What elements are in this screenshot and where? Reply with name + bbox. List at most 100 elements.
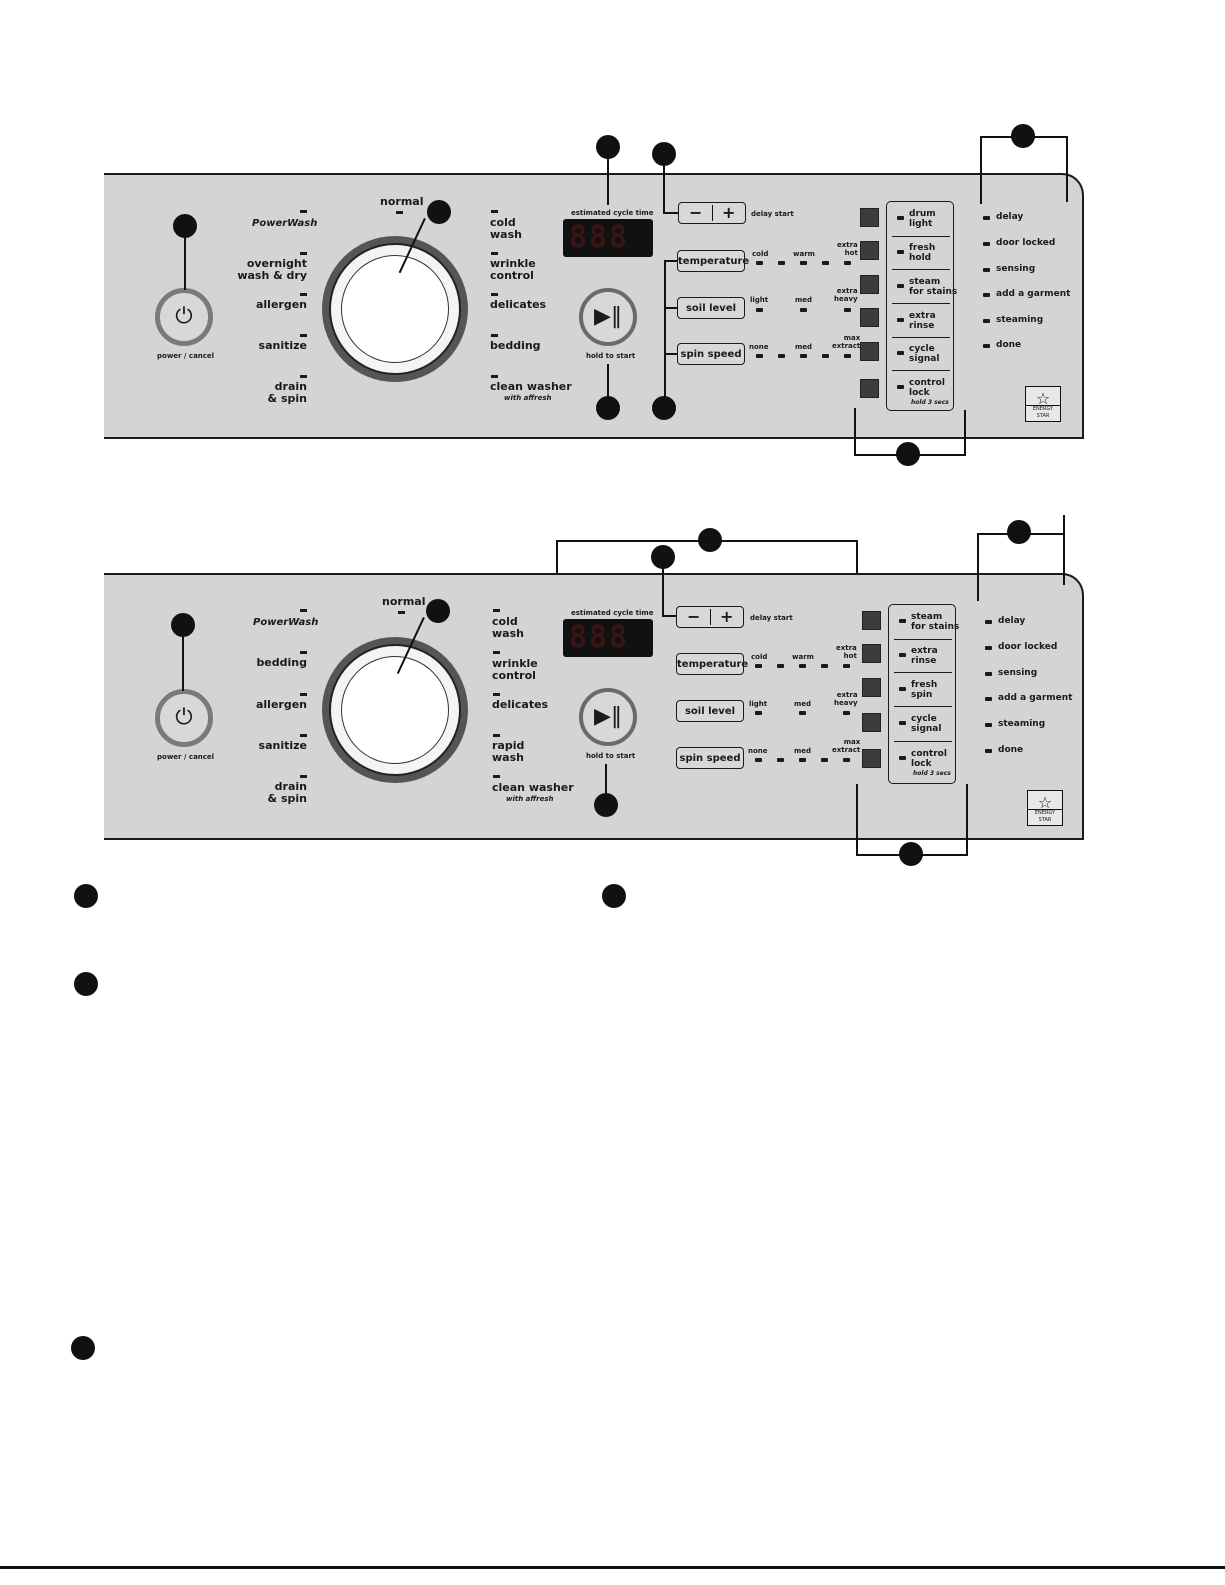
status-led xyxy=(983,242,990,246)
status-steaming: steaming xyxy=(996,315,1044,325)
cycle-wrinkle-control[interactable]: wrinkle control xyxy=(492,657,538,682)
option-button-cycle-signal[interactable] xyxy=(860,342,879,361)
energy-star-text: ENERGY STAR xyxy=(1026,405,1060,420)
cycle-delicates[interactable]: delicates xyxy=(490,298,547,311)
cycle-bedding[interactable]: bedding xyxy=(490,339,541,352)
cycle-led xyxy=(396,211,403,214)
status-led xyxy=(983,344,990,348)
cycle-normal[interactable]: normal xyxy=(380,195,424,208)
cycle-clean-washer[interactable]: clean washer xyxy=(492,781,574,794)
delay-minus-button[interactable]: − xyxy=(689,203,703,222)
power-cancel-button[interactable]: ⏻ xyxy=(155,288,213,346)
cycle-delicates[interactable]: delicates xyxy=(492,698,549,711)
page-bottom-rule xyxy=(0,1566,1225,1569)
option-button-extra-rinse[interactable] xyxy=(860,308,879,327)
temperature-button[interactable]: temperature xyxy=(677,250,749,272)
spin-speed-button[interactable]: spin speed xyxy=(677,343,745,365)
option-button-steam[interactable] xyxy=(860,275,879,294)
option-led xyxy=(897,318,904,322)
level-led xyxy=(800,308,807,312)
delay-plus-button[interactable]: + xyxy=(720,607,734,626)
stepper-divider xyxy=(710,609,711,625)
dial-ring xyxy=(329,644,461,776)
cycle-drain-spin[interactable]: drain & spin xyxy=(267,380,307,405)
modifier-bracket xyxy=(664,307,677,309)
option-cycle-signal: cycle signal xyxy=(909,344,940,364)
soil-level-button[interactable]: soil level xyxy=(676,700,744,722)
option-button-steam[interactable] xyxy=(862,611,881,630)
cycle-led xyxy=(300,210,307,213)
level-led xyxy=(844,308,851,312)
option-button-extra-rinse[interactable] xyxy=(862,644,881,663)
cycle-bedding[interactable]: bedding xyxy=(256,656,307,669)
level-led xyxy=(821,758,828,762)
level-led xyxy=(756,308,763,312)
cycle-allergen[interactable]: allergen xyxy=(255,698,307,711)
status-led xyxy=(985,749,992,753)
spin-speed-button[interactable]: spin speed xyxy=(676,747,744,769)
cycle-normal[interactable]: normal xyxy=(382,595,426,608)
dial-knob xyxy=(341,255,449,363)
callout-bracket xyxy=(856,540,858,574)
option-divider xyxy=(892,236,950,237)
option-divider xyxy=(892,269,950,270)
cycle-selector-dial[interactable] xyxy=(322,637,468,783)
option-button-drum-light[interactable] xyxy=(860,208,879,227)
cycle-led xyxy=(491,375,498,378)
status-door-locked: door locked xyxy=(996,238,1056,248)
spin-med: med xyxy=(795,343,813,351)
option-fresh-spin: fresh spin xyxy=(911,680,938,700)
cycle-cold-wash[interactable]: cold wash xyxy=(492,615,524,640)
callout-marker xyxy=(651,545,675,569)
option-button-control-lock[interactable] xyxy=(862,749,881,768)
level-led xyxy=(756,261,763,265)
option-fresh-hold: fresh hold xyxy=(909,243,936,263)
callout-leader xyxy=(663,212,678,214)
cycle-selector-dial[interactable] xyxy=(322,236,468,382)
callout-leader xyxy=(662,567,664,617)
cycle-led xyxy=(398,611,405,614)
dial-knob xyxy=(341,656,449,764)
status-delay: delay xyxy=(996,212,1024,222)
cycle-drain-spin[interactable]: drain & spin xyxy=(267,780,307,805)
options-panel xyxy=(886,201,954,411)
start-pause-button[interactable]: ▶‖ xyxy=(579,288,637,346)
option-divider xyxy=(892,337,950,338)
delay-minus-button[interactable]: − xyxy=(687,607,701,626)
level-led xyxy=(822,261,829,265)
cycle-sanitize[interactable]: sanitize xyxy=(258,339,307,352)
callout-marker xyxy=(426,599,450,623)
spin-max-extract: max extract xyxy=(832,738,861,754)
start-pause-button[interactable]: ▶‖ xyxy=(579,688,637,746)
callout-bracket xyxy=(556,540,858,542)
option-button-control-lock[interactable] xyxy=(860,379,879,398)
cycle-sanitize[interactable]: sanitize xyxy=(258,739,307,752)
cycle-rapid-wash[interactable]: rapid wash xyxy=(492,739,525,764)
option-led xyxy=(899,653,906,657)
cycle-cold-wash[interactable]: cold wash xyxy=(490,216,522,241)
temperature-button[interactable]: temperature xyxy=(676,653,748,675)
option-button-fresh-hold[interactable] xyxy=(860,241,879,260)
level-led xyxy=(799,664,806,668)
option-divider xyxy=(894,639,952,640)
level-led xyxy=(799,711,806,715)
cycle-clean-washer[interactable]: clean washer xyxy=(490,380,572,393)
callout-marker xyxy=(173,214,197,238)
status-done: done xyxy=(998,745,1024,755)
power-icon: ⏻ xyxy=(175,304,193,329)
callout-marker xyxy=(594,793,618,817)
power-cancel-button[interactable]: ⏻ xyxy=(155,689,213,747)
option-button-fresh-spin[interactable] xyxy=(862,678,881,697)
option-led xyxy=(897,284,904,288)
cycle-overnight-wash-dry[interactable]: overnight wash & dry xyxy=(237,257,307,282)
soil-med: med xyxy=(795,296,813,304)
soil-level-button[interactable]: soil level xyxy=(677,297,745,319)
callout-marker xyxy=(652,142,676,166)
modifier-bracket xyxy=(664,260,677,262)
cycle-allergen[interactable]: allergen xyxy=(255,298,307,311)
cycle-wrinkle-control[interactable]: wrinkle control xyxy=(490,257,536,282)
delay-plus-button[interactable]: + xyxy=(722,203,736,222)
cycle-time-display: 888 xyxy=(563,219,653,257)
option-button-cycle-signal[interactable] xyxy=(862,713,881,732)
cycle-led xyxy=(300,375,307,378)
